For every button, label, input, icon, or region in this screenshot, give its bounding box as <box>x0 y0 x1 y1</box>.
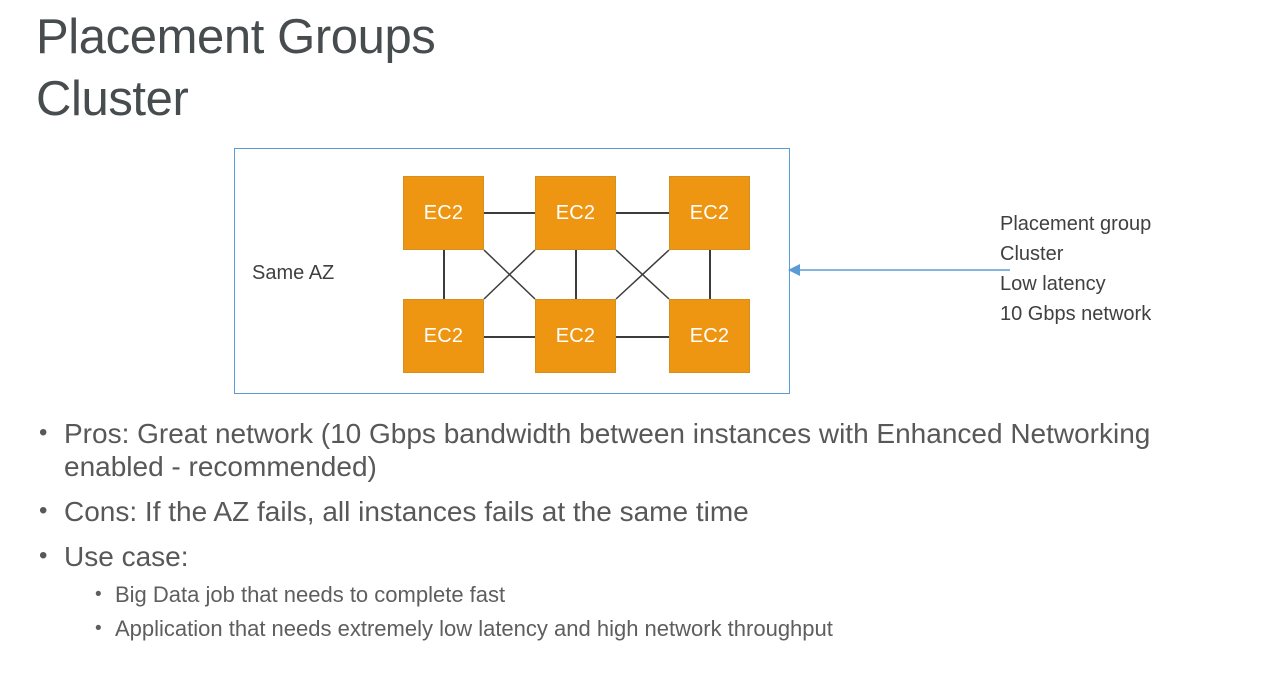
ec2-instance-top-right: EC2 <box>669 176 750 250</box>
ec2-label: EC2 <box>423 202 464 224</box>
ec2-label: EC2 <box>689 325 730 347</box>
ec2-instance-bottom-middle: EC2 <box>535 299 616 373</box>
page-title: Placement Groups Cluster <box>36 10 436 126</box>
ec2-label: EC2 <box>555 325 596 347</box>
bullet-cons: Cons: If the AZ fails, all instances fai… <box>33 494 1233 528</box>
bullet-pros: Pros: Great network (10 Gbps bandwidth b… <box>33 416 1233 483</box>
callout-description: Placement group Cluster Low latency 10 G… <box>1000 213 1152 325</box>
bullet-use-case-item-1: Big Data job that needs to complete fast <box>33 579 1233 611</box>
link-top-middle-to-top-right <box>616 212 669 214</box>
bullet-use-case: Use case: <box>33 539 1233 573</box>
diagonal-links-right <box>615 249 670 300</box>
ec2-instance-top-left: EC2 <box>403 176 484 250</box>
bullet-use-case-item-2: Application that needs extremely low lat… <box>33 613 1233 645</box>
link-top-left-to-top-middle <box>484 212 535 214</box>
bullet-list: Pros: Great network (10 Gbps bandwidth b… <box>33 416 1233 647</box>
placement-group-diagram: Same AZ EC2 EC2 EC2 EC2 EC2 EC2 <box>234 148 790 394</box>
link-top-right-to-bottom-right <box>709 250 711 299</box>
ec2-instance-top-middle: EC2 <box>535 176 616 250</box>
link-top-mid-to-bottom-mid <box>575 250 577 299</box>
ec2-label: EC2 <box>689 202 730 224</box>
ec2-label: EC2 <box>423 325 464 347</box>
link-bottom-left-to-bottom-mid <box>484 336 535 338</box>
ec2-instance-bottom-left: EC2 <box>403 299 484 373</box>
link-bottom-mid-to-bottom-right <box>616 336 669 338</box>
same-az-label: Same AZ <box>252 262 335 284</box>
ec2-instance-bottom-right: EC2 <box>669 299 750 373</box>
diagonal-links-left <box>483 249 536 300</box>
ec2-label: EC2 <box>555 202 596 224</box>
link-top-left-to-bottom-left <box>443 250 445 299</box>
callout-arrow-icon <box>788 256 1010 284</box>
